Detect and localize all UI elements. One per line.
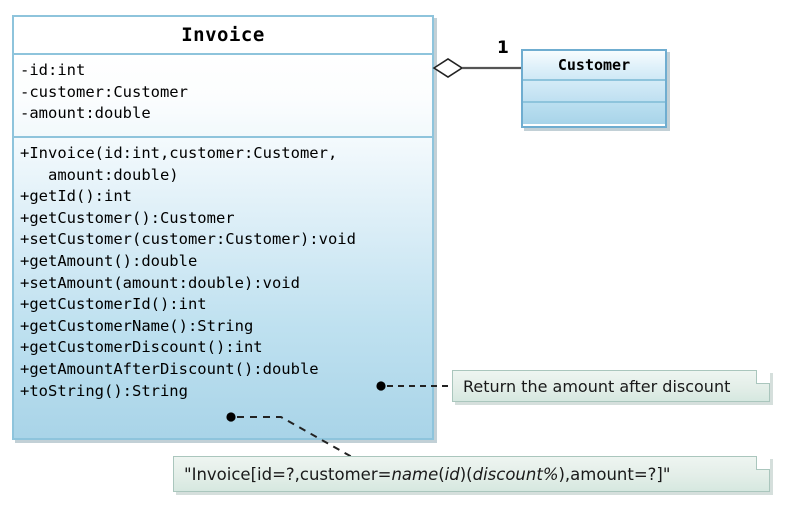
note-text-segment-3: id bbox=[444, 464, 460, 484]
note-text: Return the amount after discount bbox=[463, 376, 731, 396]
note-return-amount-after-discount[interactable]: Return the amount after discount bbox=[452, 370, 770, 402]
invoice-class-name: Invoice bbox=[181, 24, 265, 46]
note-text-segment-6: ),amount=?]" bbox=[558, 464, 671, 484]
association-multiplicity-label: 1 bbox=[497, 38, 509, 58]
uml-class-invoice[interactable]: Invoice -id:int -customer:Customer -amou… bbox=[12, 15, 434, 440]
method-row: +getAmountAfterDiscount():double bbox=[20, 359, 319, 378]
method-row: +toString():String bbox=[20, 381, 188, 400]
note-fold-corner-icon bbox=[756, 456, 770, 470]
customer-methods-compartment bbox=[523, 101, 665, 124]
aggregation-connector bbox=[432, 58, 521, 78]
method-row: +getCustomer():Customer bbox=[20, 208, 235, 227]
uml-class-customer[interactable]: Customer bbox=[521, 49, 667, 128]
note-tostring-format[interactable]: "Invoice[id=?,customer=name(id)(discount… bbox=[173, 456, 770, 492]
attribute-row: -id:int bbox=[20, 61, 86, 79]
invoice-methods-compartment: +Invoice(id:int,customer:Customer, amoun… bbox=[14, 136, 432, 438]
note-text-segment-1: name bbox=[391, 464, 439, 484]
method-row: +getAmount():double bbox=[20, 251, 198, 270]
method-row: +setCustomer(customer:Customer):void bbox=[20, 230, 356, 249]
aggregation-diamond-icon bbox=[432, 58, 464, 78]
method-row: +Invoice(id:int,customer:Customer, bbox=[20, 144, 338, 162]
customer-title-compartment: Customer bbox=[523, 51, 665, 79]
invoice-attributes-compartment: -id:int -customer:Customer -amount:doubl… bbox=[14, 53, 432, 136]
invoice-title-compartment: Invoice bbox=[14, 17, 432, 53]
method-row: +setAmount(amount:double):void bbox=[20, 273, 300, 292]
method-row: +getCustomerId():int bbox=[20, 295, 207, 314]
method-row: +getId():int bbox=[20, 187, 132, 206]
customer-attributes-compartment bbox=[523, 79, 665, 101]
customer-class-name: Customer bbox=[557, 56, 631, 74]
attribute-row: -customer:Customer bbox=[20, 82, 188, 101]
attribute-row: -amount:double bbox=[20, 104, 151, 123]
method-row-continuation: amount:double) bbox=[20, 165, 179, 184]
method-row: +getCustomerName():String bbox=[20, 316, 254, 335]
method-row: +getCustomerDiscount():int bbox=[20, 338, 263, 357]
note-text: "Invoice[id=?,customer=name(id)(discount… bbox=[184, 465, 670, 484]
note-text-segment-2: ( bbox=[438, 464, 445, 484]
note-fold-corner-icon bbox=[756, 370, 770, 384]
note-text-segment-0: "Invoice[id=?,customer= bbox=[184, 464, 392, 484]
note-text-segment-5: discount% bbox=[472, 464, 559, 484]
note-text-segment-4: )( bbox=[459, 464, 473, 484]
